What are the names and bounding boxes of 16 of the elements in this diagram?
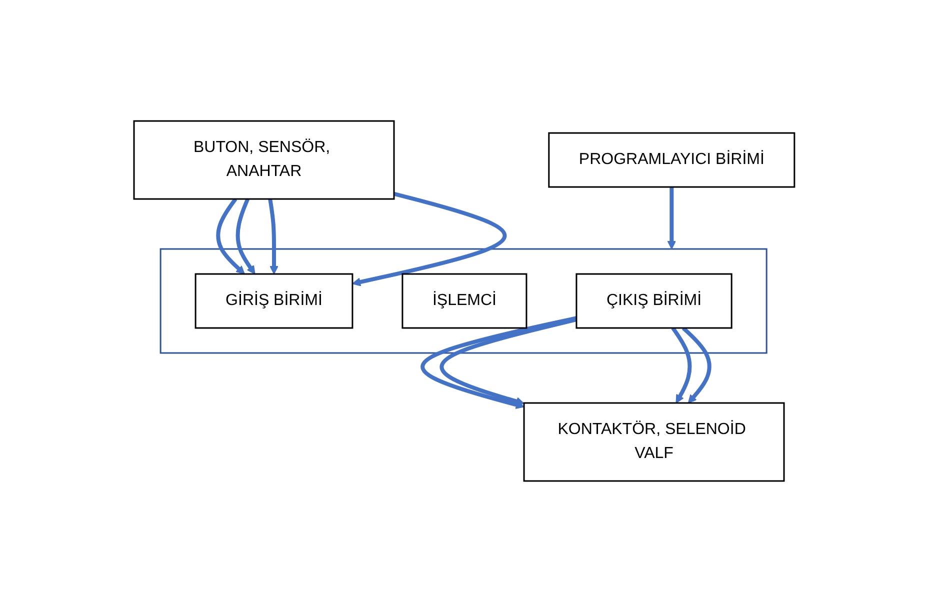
arrow xyxy=(440,317,577,406)
arrow xyxy=(671,326,692,403)
cluster xyxy=(160,248,768,354)
arrow xyxy=(682,326,712,403)
node-box: PROGRAMLAYICI BİRİMİ xyxy=(548,132,795,188)
arrow xyxy=(667,186,676,249)
arrow xyxy=(236,198,256,274)
arrow xyxy=(216,197,245,274)
node-box: GİRİŞ BİRİMİ xyxy=(194,272,353,328)
arrow xyxy=(420,316,577,409)
node-box: ÇIKIŞ BİRİMİ xyxy=(576,272,732,328)
node-box: BUTON, SENSÖR, ANAHTAR xyxy=(133,120,395,200)
node-box: İŞLEMCİ xyxy=(401,272,527,328)
arrow xyxy=(352,191,506,286)
arrow xyxy=(268,198,278,274)
node-box: KONTAKTÖR, SELENOİD VALF xyxy=(523,402,785,482)
